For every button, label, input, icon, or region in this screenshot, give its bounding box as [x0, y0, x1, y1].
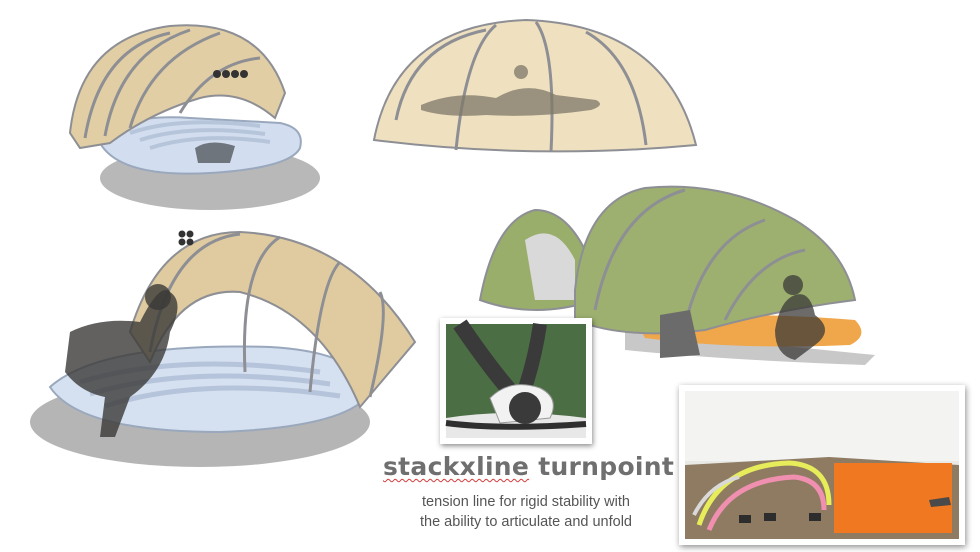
- title-word-turnpoint: turnpoint: [538, 452, 675, 481]
- title-word-stackxline: stackxline: [383, 452, 530, 481]
- turnpoint-detail-inset: [440, 318, 592, 444]
- prototype-photo-image: [685, 391, 959, 539]
- product-subtitle: tension line for rigid stability with th…: [393, 492, 659, 532]
- shelter-render-green: [478, 185, 875, 365]
- prototype-photo: [679, 385, 965, 545]
- shelter-render-top-left: [68, 24, 320, 210]
- turnpoint-detail-image: [445, 319, 587, 438]
- shelter-render-bottom-left: [30, 230, 417, 467]
- subtitle-line-1: tension line for rigid stability with: [422, 494, 630, 510]
- product-title: stackxline turnpoint: [383, 452, 674, 481]
- subtitle-line-2: the ability to articulate and unfold: [420, 514, 632, 530]
- dome-render-top-center: [372, 18, 698, 153]
